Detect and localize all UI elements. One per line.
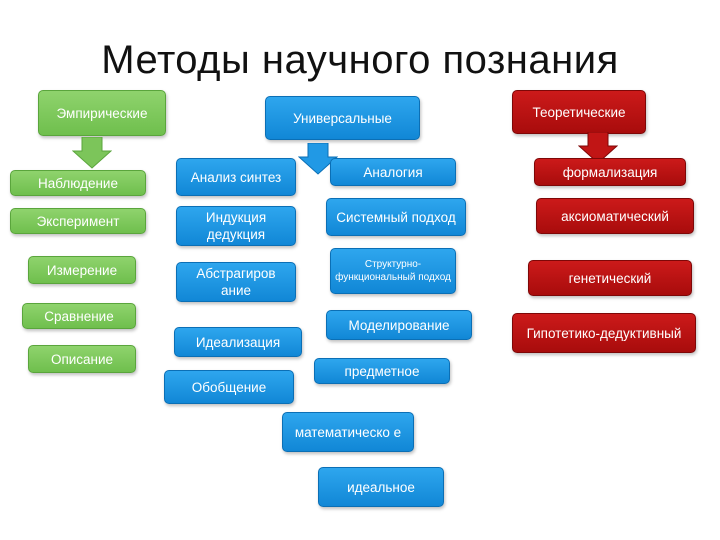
theoretical-item-formalization: формализация [534,158,686,186]
theoretical-item-hypothetico-deductive: Гипотетико-дедуктивный [512,313,696,353]
empirical-item-comparison: Сравнение [22,303,136,329]
theoretical-arrow-icon [578,132,618,164]
modeling-item-subject: предметное [314,358,450,384]
empirical-header: Эмпирические [38,90,166,136]
universal-header: Универсальные [265,96,420,140]
universal-left-induction-deduction: Индукция дедукция [176,206,296,246]
universal-right-structural-functional: Структурно-функциональный подход [330,248,456,294]
universal-left-analysis-synthesis: Анализ синтез [176,158,296,196]
universal-right-analogy: Аналогия [330,158,456,186]
theoretical-header: Теоретические [512,90,646,134]
universal-left-abstraction: Абстрагиров ание [176,262,296,302]
universal-arrow-icon [298,143,338,175]
empirical-item-description: Описание [28,345,136,373]
empirical-arrow-icon [72,137,112,169]
theoretical-item-genetic: генетический [528,260,692,296]
universal-right-system-approach: Системный подход [326,198,466,236]
empirical-item-measurement: Измерение [28,256,136,284]
theoretical-item-axiomatic: аксиоматический [536,198,694,234]
universal-left-idealization: Идеализация [174,327,302,357]
empirical-item-experiment: Эксперимент [10,208,146,234]
modeling-item-mathematical: математическо е [282,412,414,452]
modeling-item-ideal: идеальное [318,467,444,507]
page-title: Методы научного познания [101,38,619,82]
universal-right-modeling: Моделирование [326,310,472,340]
universal-left-generalization: Обобщение [164,370,294,404]
empirical-item-observation: Наблюдение [10,170,146,196]
